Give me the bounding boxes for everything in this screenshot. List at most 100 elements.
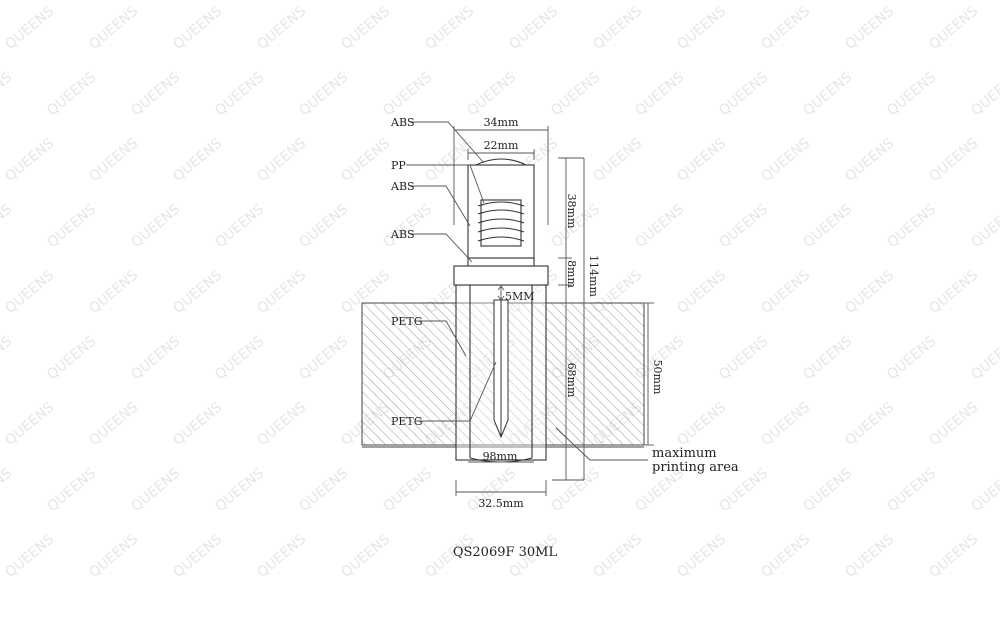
dim-bottle-diameter: 32.5mm [478, 497, 524, 510]
watermark-text: QUEENS [44, 69, 99, 119]
watermark-text: QUEENS [0, 201, 15, 251]
watermark-text: QUEENS [170, 399, 225, 449]
watermark-text: QUEENS [128, 333, 183, 383]
watermark-text: QUEENS [800, 69, 855, 119]
watermark-text: QUEENS [674, 135, 729, 185]
watermark-text: QUEENS [716, 201, 771, 251]
watermark-text: QUEENS [926, 399, 981, 449]
watermark-text: QUEENS [590, 135, 645, 185]
watermark-text: QUEENS [44, 201, 99, 251]
watermark-text: QUEENS [380, 69, 435, 119]
watermark-text: QUEENS [170, 531, 225, 581]
inner-tube [493, 299, 509, 439]
watermark-text: QUEENS [800, 333, 855, 383]
watermark-text: QUEENS [254, 267, 309, 317]
watermark-text: QUEENS [590, 531, 645, 581]
watermark-text: QUEENS [548, 465, 603, 515]
dim-gap: 5MM [505, 290, 535, 303]
watermark-text: QUEENS [674, 531, 729, 581]
watermark-text: QUEENS [926, 135, 981, 185]
part-label-abs-collar: ABS [390, 228, 415, 241]
watermark-text: QUEENS [128, 69, 183, 119]
watermark-text: QUEENS [842, 135, 897, 185]
part-label-pp: PP [391, 159, 406, 172]
watermark-text: QUEENS [422, 3, 477, 53]
watermark-text: QUEENS [506, 3, 561, 53]
part-label-abs-cap: ABS [390, 116, 415, 129]
watermark-text: QUEENS [296, 333, 351, 383]
watermark-text: QUEENS [884, 333, 939, 383]
watermark-text: QUEENS [0, 465, 15, 515]
watermark-text: QUEENS [926, 267, 981, 317]
dim-print-height: 50mm [651, 360, 664, 395]
collar [453, 257, 549, 286]
watermark-text: QUEENS [212, 201, 267, 251]
watermark-text: QUEENS [170, 3, 225, 53]
watermark-text: QUEENS [212, 465, 267, 515]
dim-total-height: 114mm [587, 255, 600, 297]
watermark-text: QUEENS [758, 135, 813, 185]
watermark-text: QUEENS [968, 333, 1000, 383]
watermark-text: QUEENS [0, 69, 15, 119]
watermark-text: QUEENS [884, 201, 939, 251]
watermark-text: QUEENS [296, 201, 351, 251]
watermark-text: QUEENS [842, 267, 897, 317]
watermark-text: QUEENS [716, 69, 771, 119]
watermark-text: QUEENS [296, 465, 351, 515]
callout-line1: maximum [652, 446, 717, 461]
dim-body-height: 68mm [565, 363, 578, 398]
watermark-text: QUEENS [716, 333, 771, 383]
watermark-text: QUEENS [254, 399, 309, 449]
watermark-text: QUEENS [2, 267, 57, 317]
watermark-text: QUEENS [86, 3, 141, 53]
watermark-text: QUEENS [674, 3, 729, 53]
watermark-text: QUEENS [464, 69, 519, 119]
watermark-text: QUEENS [254, 531, 309, 581]
watermark-text: QUEENS [44, 465, 99, 515]
watermark-text: QUEENS [884, 69, 939, 119]
watermark-text: QUEENS [968, 201, 1000, 251]
watermark-text: QUEENS [758, 267, 813, 317]
watermark-text: QUEENS [338, 135, 393, 185]
watermark-text: QUEENS [380, 465, 435, 515]
watermark-text: QUEENS [968, 69, 1000, 119]
watermark-text: QUEENS [128, 201, 183, 251]
watermark-text: QUEENS [800, 201, 855, 251]
model-caption: QS2069F 30ML [453, 545, 558, 560]
spring-insert [477, 199, 525, 247]
watermark-text: QUEENS [758, 399, 813, 449]
watermark-text: QUEENS [380, 201, 435, 251]
watermark-text: QUEENS [2, 3, 57, 53]
dim-cap-height: 38mm [565, 194, 578, 229]
dimension-lines [453, 126, 654, 496]
watermark-text: QUEENS [254, 135, 309, 185]
watermark-text: QUEENS [674, 399, 729, 449]
watermark-text: QUEENS [86, 399, 141, 449]
part-label-petg-bottle: PETG [391, 315, 423, 328]
watermark-text: QUEENS [170, 267, 225, 317]
watermark-text: QUEENS [128, 465, 183, 515]
watermark-text: QUEENS [212, 69, 267, 119]
watermark-text: QUEENS [338, 531, 393, 581]
watermark-text: QUEENS [842, 399, 897, 449]
dim-cap-inner-width: 22mm [484, 139, 519, 152]
watermark-text: QUEENS [296, 69, 351, 119]
part-label-abs-mid: ABS [390, 180, 415, 193]
watermark-text: QUEENS [254, 3, 309, 53]
watermark-text: QUEENS [86, 135, 141, 185]
watermark-text: QUEENS [758, 3, 813, 53]
watermark-text: QUEENS [170, 135, 225, 185]
watermark-text: QUEENS [968, 465, 1000, 515]
watermark-text: QUEENS [632, 69, 687, 119]
watermark-text: QUEENS [548, 69, 603, 119]
watermark-text: QUEENS [590, 3, 645, 53]
watermark-text: QUEENS [884, 465, 939, 515]
watermark-text: QUEENS [800, 465, 855, 515]
dim-cap-outer-width: 34mm [484, 116, 519, 129]
watermark-text: QUEENS [674, 267, 729, 317]
watermark-text: QUEENS [338, 3, 393, 53]
watermark-text: QUEENS [758, 531, 813, 581]
watermark-text: QUEENS [0, 333, 15, 383]
watermark-text: QUEENS [926, 3, 981, 53]
